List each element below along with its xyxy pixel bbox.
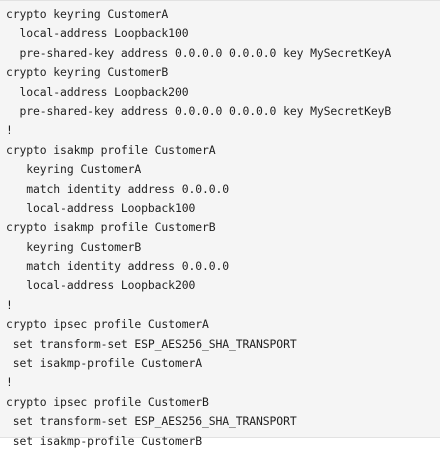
code-line: ! <box>6 123 13 138</box>
code-line: crypto keyring CustomerB <box>6 65 169 80</box>
code-line: local-address Loopback200 <box>6 84 189 99</box>
code-line: keyring CustomerA <box>6 162 142 177</box>
code-line: pre-shared-key address 0.0.0.0 0.0.0.0 k… <box>6 103 392 118</box>
code-line: local-address Loopback100 <box>6 200 196 215</box>
code-line: local-address Loopback200 <box>6 278 196 293</box>
code-line: local-address Loopback100 <box>6 26 189 41</box>
code-line: crypto ipsec profile CustomerA <box>6 317 209 332</box>
code-lines: crypto keyring CustomerA local-address L… <box>6 5 391 451</box>
code-line: ! <box>6 375 13 390</box>
code-line: set isakmp-profile CustomerA <box>6 356 202 371</box>
code-line: crypto isakmp profile CustomerA <box>6 142 216 157</box>
code-line: set isakmp-profile CustomerB <box>6 433 202 448</box>
code-line: match identity address 0.0.0.0 <box>6 181 230 196</box>
code-line: set transform-set ESP_AES256_SHA_TRANSPO… <box>6 414 297 429</box>
code-line: crypto ipsec profile CustomerB <box>6 394 209 409</box>
code-line: crypto isakmp profile CustomerB <box>6 220 216 235</box>
code-line: pre-shared-key address 0.0.0.0 0.0.0.0 k… <box>6 45 392 60</box>
code-line: crypto keyring CustomerA <box>6 7 169 21</box>
code-line: ! <box>6 297 13 312</box>
code-line: set transform-set ESP_AES256_SHA_TRANSPO… <box>6 336 297 351</box>
code-line: keyring CustomerB <box>6 239 142 254</box>
code-line: match identity address 0.0.0.0 <box>6 259 230 274</box>
